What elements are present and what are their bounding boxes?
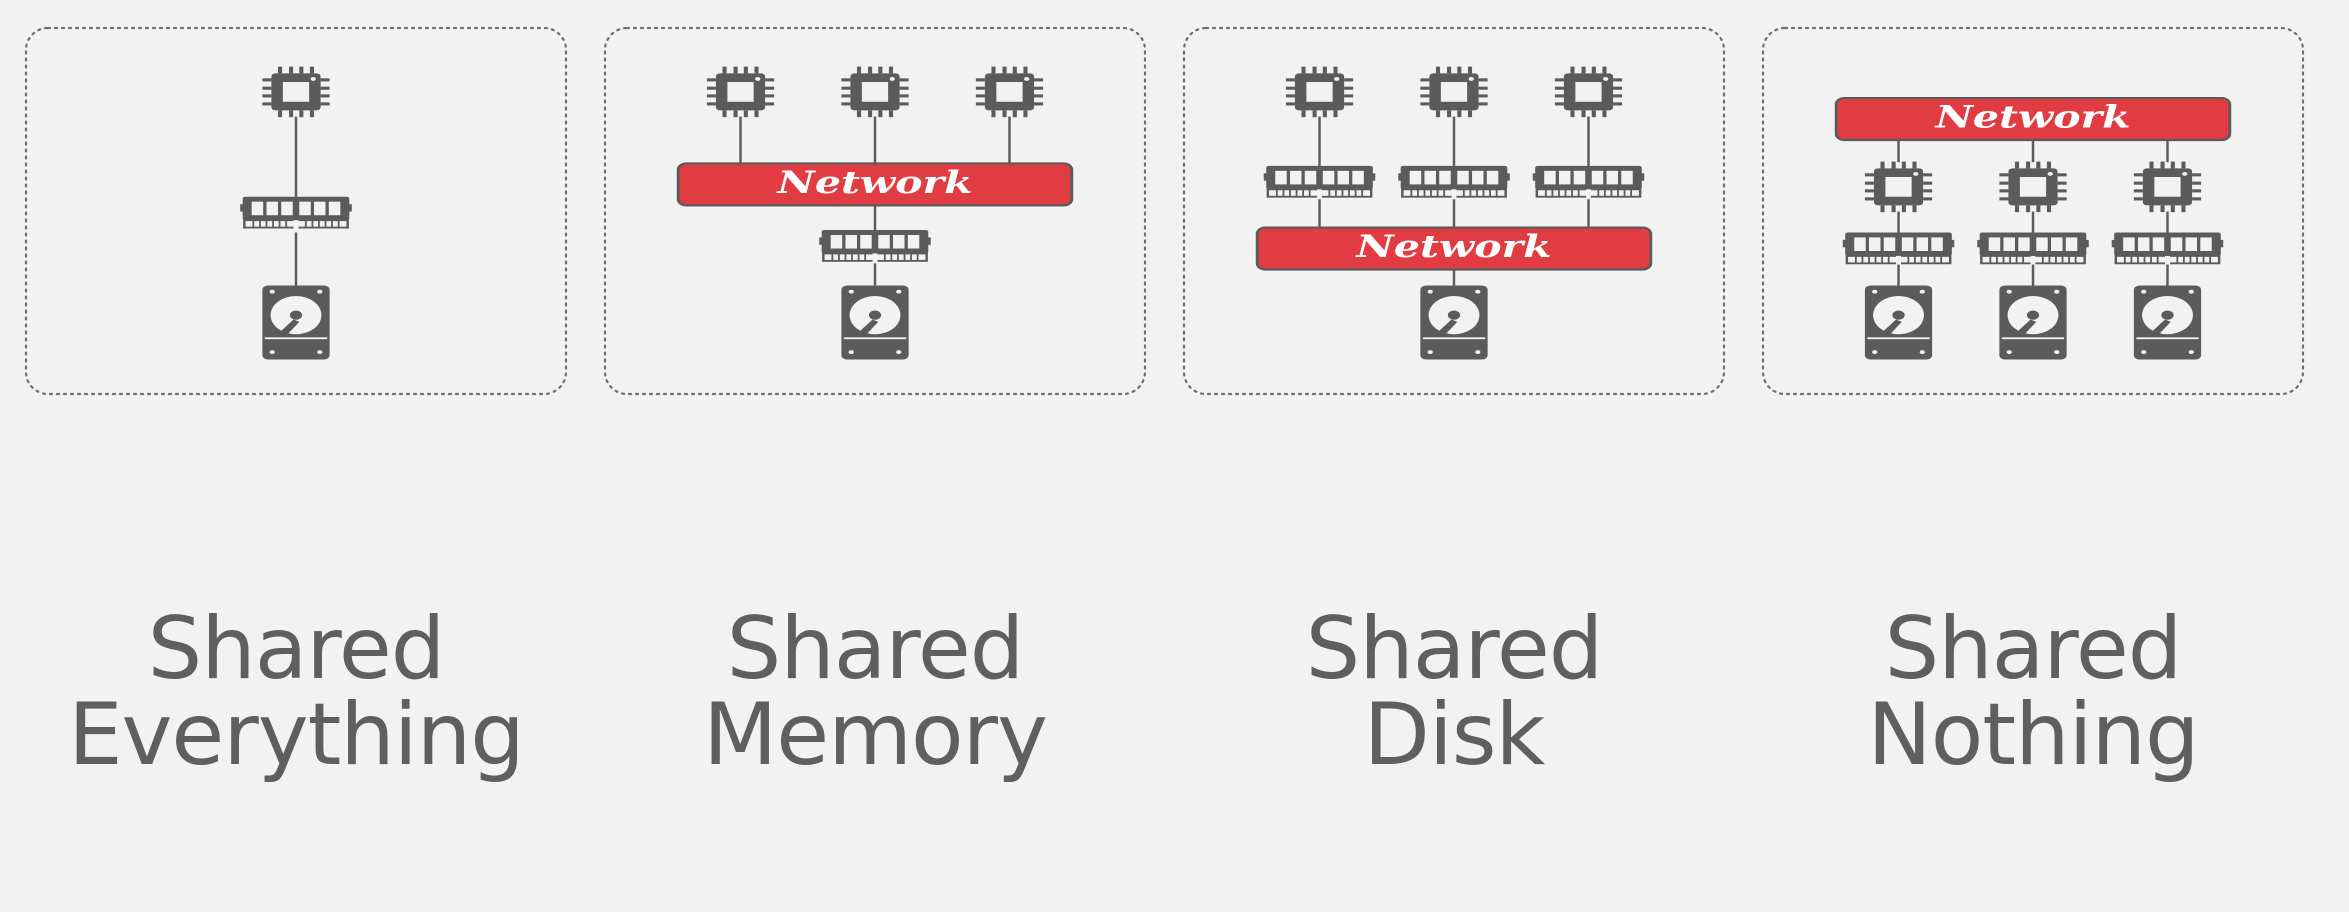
caption-line-1: Shared [1305, 599, 1604, 699]
panel-border [603, 26, 1147, 396]
memory-icon [1397, 164, 1511, 200]
disk-icon [1864, 285, 1933, 360]
disk-icon [2133, 285, 2202, 360]
network-label: Network [1355, 228, 1551, 265]
panel-border [24, 26, 568, 396]
panel-border [1761, 26, 2305, 396]
disk-icon [1420, 285, 1488, 360]
caption-line-2: Everything [68, 685, 525, 785]
panel-nothing: Network [1761, 26, 2305, 396]
panel-border [1182, 26, 1726, 396]
memory-icon [2110, 231, 2225, 266]
network-bar: Network [1834, 96, 2232, 142]
panel-contents: Network [1255, 66, 1653, 360]
network-label: Network [1934, 99, 2130, 136]
disk-icon [841, 285, 909, 360]
memory-icon [1976, 231, 2090, 266]
panel-contents [239, 66, 353, 360]
disk-icon [1999, 285, 2067, 360]
caption-line-1: Shared [147, 599, 446, 699]
cpu-icon [1420, 66, 1488, 118]
cpu-icon [1285, 66, 1354, 118]
network-bar-background [1834, 96, 2232, 142]
caption-line-2: Disk [1363, 685, 1546, 785]
cpu-icon [1554, 66, 1623, 118]
memory-icon [1531, 164, 1646, 200]
memory-icon [1841, 231, 1956, 266]
cpu-icon [706, 66, 775, 118]
cpu-icon [2133, 161, 2202, 213]
panel-everything [24, 26, 568, 396]
network-label: Network [776, 164, 972, 201]
panel-contents: Network [676, 66, 1074, 360]
cpu-icon [1864, 161, 1933, 213]
cpu-icon [1999, 161, 2067, 213]
memory-icon [239, 195, 353, 231]
caption-line-1: Shared [726, 599, 1025, 699]
caption-line-2: Nothing [1867, 685, 2199, 785]
cpu-icon [262, 66, 330, 118]
panel-memory: Network [603, 26, 1147, 396]
caption-line-1: Shared [1884, 599, 2183, 699]
network-bar-background [676, 162, 1074, 207]
network-bar: Network [676, 162, 1074, 207]
memory-icon [1262, 164, 1377, 200]
cpu-icon [841, 66, 909, 118]
caption-line-2: Memory [703, 685, 1048, 785]
network-bar: Network [1255, 226, 1653, 271]
panel-disk: Network [1182, 26, 1726, 396]
network-bar-background [1255, 226, 1653, 271]
disk-icon [262, 285, 330, 360]
cpu-icon [975, 66, 1044, 118]
memory-icon [818, 228, 932, 264]
panel-contents: Network [1834, 96, 2232, 360]
